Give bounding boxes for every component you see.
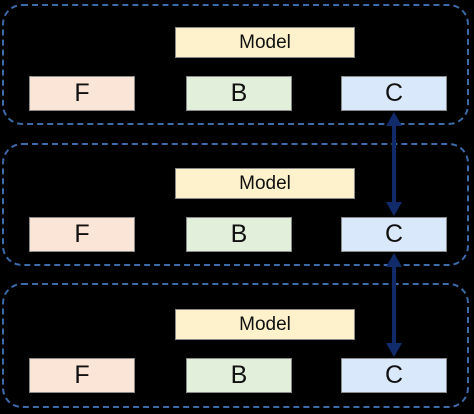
group-3 [2, 283, 469, 408]
model-box-3: Model [175, 309, 355, 340]
b-box-3: B [186, 358, 292, 393]
b-box-2: B [186, 217, 292, 252]
c-box-2: C [341, 217, 447, 252]
f-box-1: F [29, 76, 135, 111]
c-box-3: C [341, 358, 447, 393]
group-2 [2, 143, 469, 266]
c-box-1: C [341, 76, 447, 111]
f-box-3: F [29, 358, 135, 393]
b-box-1: B [186, 76, 292, 111]
model-box-2: Model [175, 168, 355, 199]
model-box-1: Model [175, 27, 355, 58]
group-1 [2, 4, 469, 125]
f-box-2: F [29, 217, 135, 252]
